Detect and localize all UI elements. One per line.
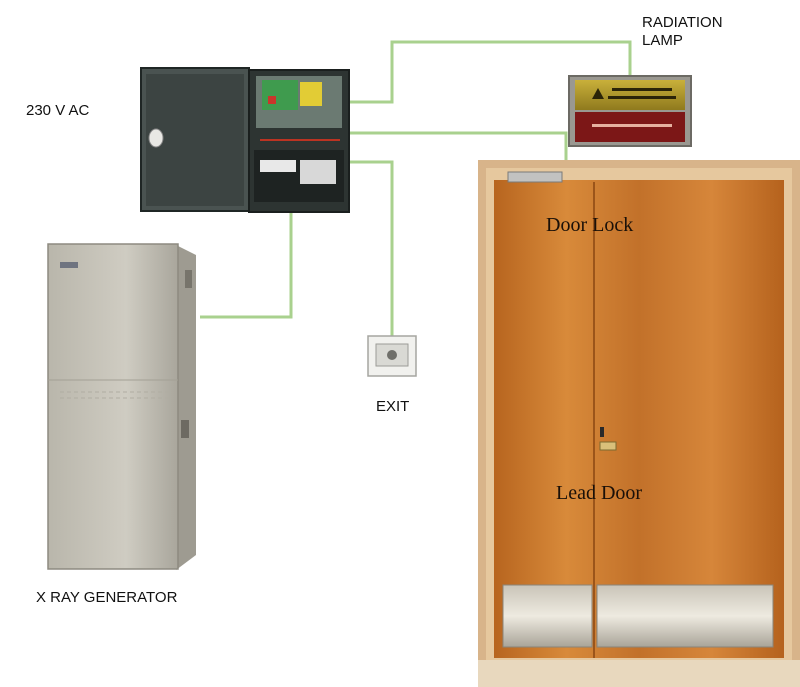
wiring <box>200 40 632 338</box>
generator-logo-icon <box>60 262 78 268</box>
control-box <box>140 67 350 213</box>
lead-door <box>478 160 800 687</box>
door-lock-label: Door Lock <box>546 214 634 236</box>
x-ray-generator-label: X RAY GENERATOR <box>36 589 178 606</box>
wire-box-to-lamp <box>350 40 632 104</box>
radiation-lamp-label-line2: LAMP <box>642 32 683 49</box>
warning-triangle-icon <box>592 88 604 99</box>
wire-box-to-exit <box>350 160 394 338</box>
radiation-lamp-label-line1: RADIATION <box>642 14 723 31</box>
lead-door-label: Lead Door <box>556 482 643 504</box>
power-label: 230 V AC <box>26 102 90 119</box>
lock-knob-icon <box>148 128 164 148</box>
x-ray-generator <box>47 243 196 570</box>
door-lock-device <box>507 171 563 183</box>
radiation-lamp <box>568 75 692 147</box>
wire-box-to-generator <box>200 212 293 319</box>
exit-label: EXIT <box>376 398 410 415</box>
exit-button <box>367 335 417 377</box>
wire-box-to-door-lock <box>350 131 568 160</box>
door-handle-icon <box>599 441 617 451</box>
